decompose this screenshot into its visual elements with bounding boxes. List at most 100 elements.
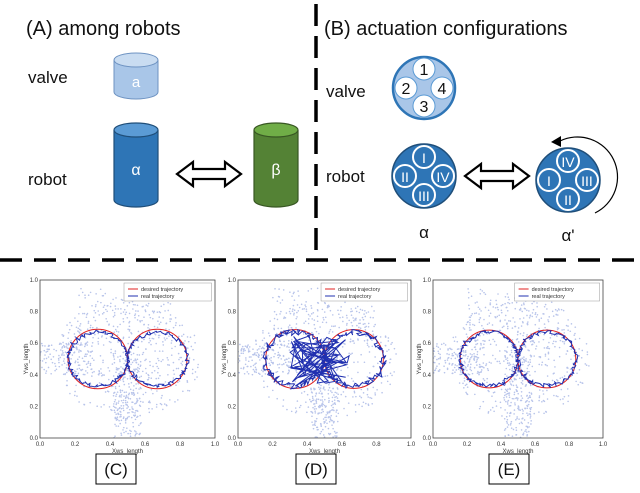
scatter-point bbox=[328, 399, 330, 402]
x-tick-label: 0.4 bbox=[303, 442, 312, 448]
scatter-point bbox=[463, 360, 466, 363]
scatter-point bbox=[360, 396, 363, 399]
scatter-point bbox=[112, 394, 115, 397]
scatter-point bbox=[289, 291, 291, 293]
scatter-point bbox=[129, 397, 132, 400]
scatter-point bbox=[295, 369, 297, 372]
scatter-point bbox=[567, 400, 569, 403]
scatter-point bbox=[390, 343, 392, 345]
scatter-point bbox=[62, 341, 64, 344]
scatter-point bbox=[113, 331, 115, 334]
y-tick-label: 0.4 bbox=[30, 373, 39, 379]
scatter-point bbox=[77, 320, 79, 323]
panel-b-robot-label: robot bbox=[326, 167, 365, 186]
scatter-point bbox=[461, 366, 464, 368]
scatter-point bbox=[305, 305, 307, 308]
scatter-point bbox=[346, 322, 348, 325]
scatter-point bbox=[268, 358, 271, 360]
scatter-point bbox=[167, 359, 169, 361]
scatter-point bbox=[94, 319, 97, 322]
scatter-point bbox=[140, 375, 143, 378]
scatter-point bbox=[151, 371, 153, 374]
scatter-point bbox=[86, 344, 89, 346]
scatter-point bbox=[63, 362, 66, 365]
scatter-point bbox=[132, 391, 135, 394]
scatter-point bbox=[75, 347, 78, 349]
scatter-point bbox=[523, 356, 525, 358]
scatter-point bbox=[295, 410, 298, 412]
scatter-point bbox=[545, 347, 548, 349]
scatter-point bbox=[538, 320, 541, 322]
scatter-point bbox=[508, 320, 510, 322]
scatter-point bbox=[165, 404, 168, 407]
scatter-point bbox=[47, 356, 50, 358]
scatter-point bbox=[522, 302, 525, 304]
scatter-point bbox=[244, 363, 247, 366]
scatter-point bbox=[313, 356, 316, 359]
scatter-point bbox=[506, 310, 509, 312]
scatter-point bbox=[136, 409, 138, 412]
scatter-point bbox=[489, 299, 492, 302]
scatter-point bbox=[475, 356, 478, 358]
scatter-point bbox=[84, 342, 87, 345]
scatter-point bbox=[465, 383, 468, 386]
scatter-point bbox=[50, 372, 52, 375]
scatter-point bbox=[276, 370, 279, 373]
scatter-point bbox=[287, 372, 290, 374]
scatter-point bbox=[263, 347, 265, 350]
scatter-point bbox=[50, 358, 53, 361]
scatter-point bbox=[556, 380, 559, 382]
scatter-point bbox=[270, 361, 273, 364]
rotation-arrowhead-icon bbox=[551, 136, 561, 147]
scatter-point bbox=[463, 387, 465, 389]
scatter-point bbox=[98, 314, 101, 316]
scatter-point bbox=[316, 398, 318, 400]
scatter-point bbox=[287, 361, 290, 363]
scatter-point bbox=[186, 379, 189, 382]
scatter-point bbox=[372, 333, 375, 336]
scatter-point bbox=[316, 308, 319, 311]
scatter-point bbox=[509, 353, 512, 356]
scatter-point bbox=[433, 361, 436, 364]
scatter-point bbox=[499, 319, 502, 322]
scatter-point bbox=[519, 309, 522, 311]
scatter-point bbox=[189, 336, 192, 339]
scatter-point bbox=[186, 336, 189, 338]
scatter-point bbox=[522, 410, 524, 412]
scatter-point bbox=[523, 345, 526, 347]
scatter-point bbox=[325, 419, 327, 421]
scatter-point bbox=[255, 339, 257, 342]
scatter-point bbox=[178, 335, 180, 338]
scatter-point bbox=[128, 301, 131, 304]
scatter-point bbox=[296, 316, 298, 318]
scatter-point bbox=[136, 416, 138, 419]
scatter-point bbox=[115, 413, 118, 415]
scatter-point bbox=[190, 345, 193, 348]
scatter-point bbox=[326, 305, 329, 307]
scatter-point bbox=[338, 313, 340, 316]
scatter-point bbox=[133, 394, 135, 396]
scatter-point bbox=[545, 410, 547, 413]
scatter-point bbox=[557, 308, 560, 310]
scatter-point bbox=[465, 323, 468, 326]
scatter-point bbox=[144, 391, 147, 394]
scatter-point bbox=[462, 349, 465, 352]
scatter-point bbox=[325, 321, 328, 324]
scatter-point bbox=[266, 385, 269, 388]
scatter-point bbox=[143, 338, 145, 341]
scatter-point bbox=[114, 411, 116, 414]
scatter-point bbox=[384, 344, 387, 347]
scatter-point bbox=[142, 305, 144, 308]
scatter-point bbox=[328, 330, 331, 333]
scatter-point bbox=[533, 341, 536, 344]
scatter-point bbox=[117, 425, 120, 427]
scatter-point bbox=[114, 305, 117, 307]
scatter-point bbox=[503, 360, 505, 362]
scatter-point bbox=[314, 422, 316, 424]
scatter-point bbox=[252, 348, 254, 350]
scatter-point bbox=[319, 432, 322, 435]
scatter-point bbox=[437, 350, 440, 353]
scatter-point bbox=[293, 309, 296, 311]
scatter-point bbox=[282, 370, 284, 373]
